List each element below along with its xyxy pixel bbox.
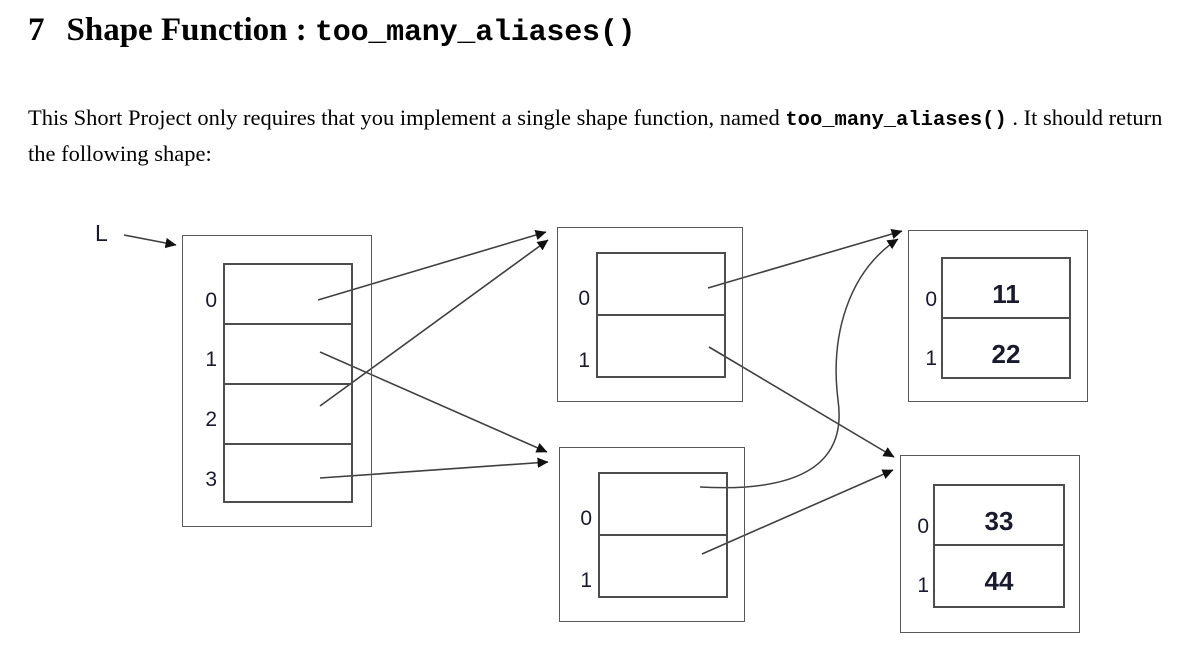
cell-divider (943, 317, 1069, 319)
page-title: 7 Shape Function : too_many_aliases() (28, 12, 636, 50)
cell-index-1: 1 (580, 569, 592, 592)
cell-value-0: 33 (984, 506, 1014, 536)
cell-divider (600, 534, 726, 536)
intro-paragraph: This Short Project only requires that yo… (28, 101, 1168, 170)
paragraph-text-tail: . It should return the following shape: (28, 105, 1163, 166)
list-root-cells (223, 263, 353, 503)
cell-divider (598, 314, 724, 316)
cell-index-3: 3 (205, 468, 217, 491)
cell-index-0: 0 (580, 507, 592, 530)
cell-index-1: 1 (925, 347, 937, 370)
cell-divider (225, 383, 351, 385)
cell-index-1: 1 (578, 349, 590, 372)
cell-value-1: 44 (984, 566, 1014, 596)
root-pointer-label: L (95, 220, 108, 246)
cell-index-0: 0 (205, 289, 217, 312)
mid-top-cells (596, 252, 726, 378)
cell-index-1: 1 (917, 574, 929, 597)
cell-divider (935, 544, 1063, 546)
node-right-bottom: 0 1 33 44 (900, 455, 1080, 633)
mid-bottom-cells (598, 472, 728, 598)
node-mid-top: 0 1 (557, 227, 743, 402)
node-mid-bottom: 0 1 (559, 447, 745, 622)
right-top-cells (941, 257, 1071, 379)
edge-root-pointer (123, 234, 177, 249)
section-function-name: too_many_aliases() (314, 16, 636, 50)
node-list-root: 0 1 2 3 (182, 235, 372, 527)
section-number: 7 (28, 12, 45, 48)
cell-index-0: 0 (917, 515, 929, 538)
section-title-text: Shape Function : (66, 12, 307, 48)
cell-value-0: 11 (992, 279, 1020, 309)
cell-divider (225, 443, 351, 445)
cell-index-1: 1 (205, 348, 217, 371)
paragraph-text-lead: This Short Project only requires that yo… (28, 105, 786, 130)
node-right-top: 0 1 11 22 (908, 230, 1088, 402)
right-bottom-cells (933, 484, 1065, 608)
cell-value-1: 22 (991, 339, 1021, 369)
paragraph-function-name: too_many_aliases() (785, 109, 1007, 132)
cell-index-2: 2 (205, 408, 217, 431)
cell-index-0: 0 (925, 288, 937, 311)
cell-index-0: 0 (578, 287, 590, 310)
cell-divider (225, 323, 351, 325)
